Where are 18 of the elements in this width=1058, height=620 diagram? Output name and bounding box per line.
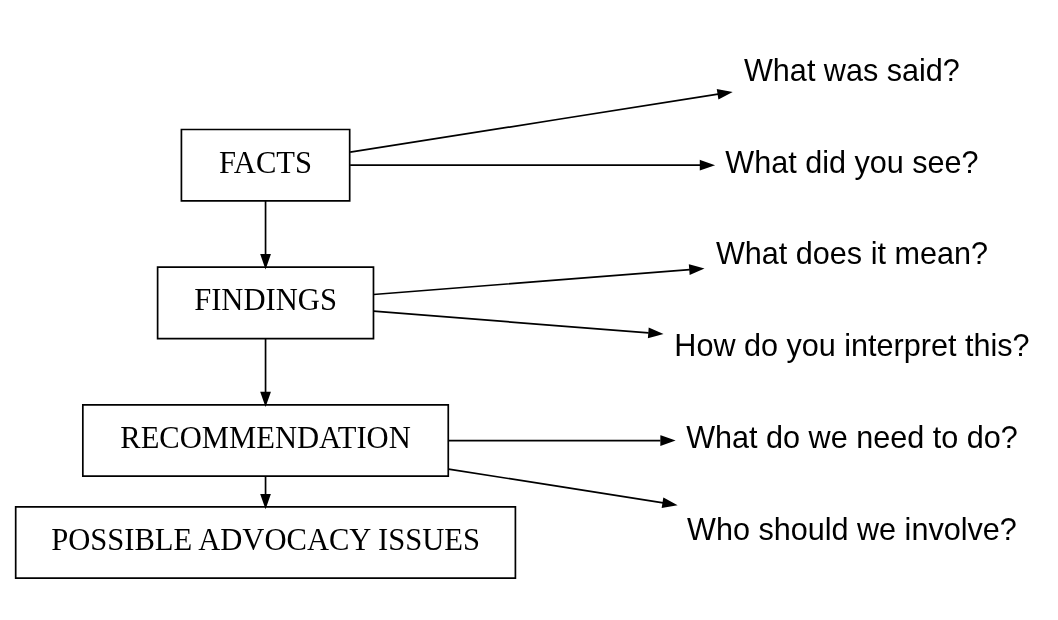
arrow	[447, 467, 678, 508]
node-text: Who should we involve?	[687, 511, 1017, 546]
arrow	[372, 263, 705, 295]
node-box: FACTS	[180, 128, 351, 202]
node-box: RECOMMENDATION	[82, 403, 450, 477]
arrow	[372, 309, 664, 338]
node-box: FINDINGS	[156, 265, 375, 339]
node-text: What was said?	[744, 52, 960, 87]
node-box: POSSIBLE ADVOCACY ISSUES	[14, 505, 517, 579]
arrow	[447, 434, 676, 446]
arrow	[349, 88, 733, 153]
node-text: What does it mean?	[715, 235, 988, 270]
node-text: What did you see?	[725, 144, 979, 179]
arrow	[260, 199, 271, 269]
node-text: How do you interpret this?	[674, 327, 1030, 362]
arrow	[260, 337, 271, 407]
node-text: What do we need to do?	[686, 419, 1018, 454]
arrow	[349, 159, 716, 171]
